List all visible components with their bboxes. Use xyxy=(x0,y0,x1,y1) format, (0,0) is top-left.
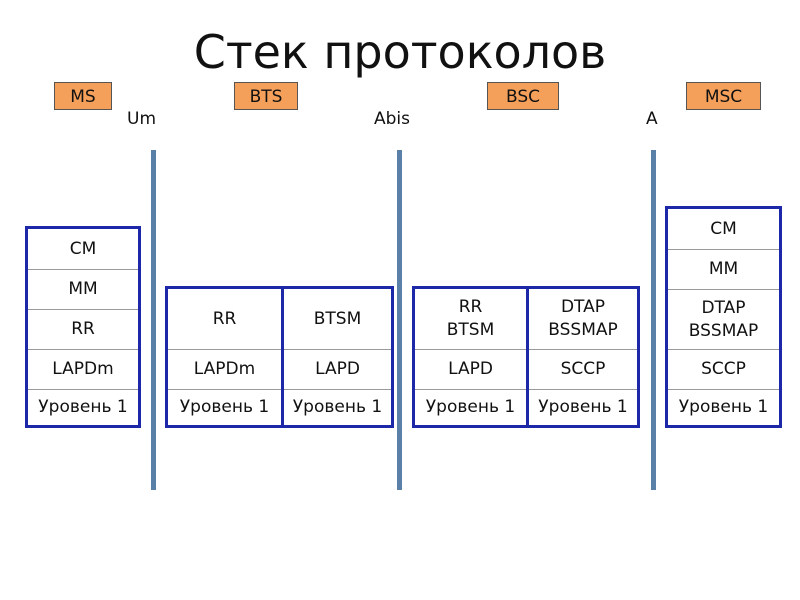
msc-layer-sccp: SCCP xyxy=(668,349,779,389)
bsc-layer-level1-left: Уровень 1 xyxy=(415,389,526,425)
bts-layer-btsm: BTSM xyxy=(313,308,362,329)
ms-layer-lapdm: LAPDm xyxy=(28,349,138,389)
ms-layer-cm: CM xyxy=(69,238,97,259)
bsc-right-column: DTAP BSSMAP SCCP Уровень 1 xyxy=(529,289,637,425)
bsc-column-divider xyxy=(526,289,529,425)
bts-layer-lapd: LAPD xyxy=(284,349,391,389)
bsc-layer-sccp: SCCP xyxy=(529,349,637,389)
stack-bsc: RR BTSM LAPD Уровень 1 DTAP BSSMAP SCCP … xyxy=(412,286,640,428)
ms-layer-mm: MM xyxy=(28,269,138,309)
bts-left-column: RR LAPDm Уровень 1 xyxy=(168,289,281,425)
interface-a-line xyxy=(651,150,656,490)
node-bsc: BSC xyxy=(487,82,559,110)
bts-layer-lapdm: LAPDm xyxy=(168,349,281,389)
ms-layer-rr: RR xyxy=(28,309,138,349)
bts-layer-rr: RR xyxy=(212,308,237,329)
bts-layer-level1-left: Уровень 1 xyxy=(168,389,281,425)
bts-layer-level1-right: Уровень 1 xyxy=(284,389,391,425)
bsc-left-column: RR BTSM LAPD Уровень 1 xyxy=(415,289,526,425)
stack-bts: RR LAPDm Уровень 1 BTSM LAPD Уровень 1 xyxy=(165,286,394,428)
msc-layer-level1: Уровень 1 xyxy=(668,389,779,425)
msc-layer-mm: MM xyxy=(668,249,779,289)
bsc-layer-lapd: LAPD xyxy=(415,349,526,389)
ms-layer-level1: Уровень 1 xyxy=(28,389,138,425)
msc-layer-cm: CM xyxy=(710,218,737,239)
interface-abis-label: Abis xyxy=(374,109,411,129)
stack-ms: CM MM RR LAPDm Уровень 1 xyxy=(25,226,141,428)
stack-msc: CM MM DTAP BSSMAP SCCP Уровень 1 xyxy=(665,206,782,428)
interface-um-label: Um xyxy=(127,109,157,129)
msc-layer-dtap-bssmap: DTAP BSSMAP xyxy=(668,289,779,349)
interface-abis-line xyxy=(397,150,402,490)
bts-right-column: BTSM LAPD Уровень 1 xyxy=(284,289,391,425)
bts-column-divider xyxy=(281,289,284,425)
bsc-layer-rr-btsm: RR BTSM xyxy=(446,297,495,340)
diagram-title: Стек протоколов xyxy=(193,25,607,79)
interface-a-label: A xyxy=(646,109,658,129)
bsc-layer-dtap-bssmap: DTAP BSSMAP xyxy=(548,297,618,340)
bsc-layer-level1-right: Уровень 1 xyxy=(529,389,637,425)
node-ms: MS xyxy=(54,82,112,110)
interface-um-line xyxy=(151,150,156,490)
node-msc: MSC xyxy=(686,82,761,110)
node-bts: BTS xyxy=(234,82,298,110)
